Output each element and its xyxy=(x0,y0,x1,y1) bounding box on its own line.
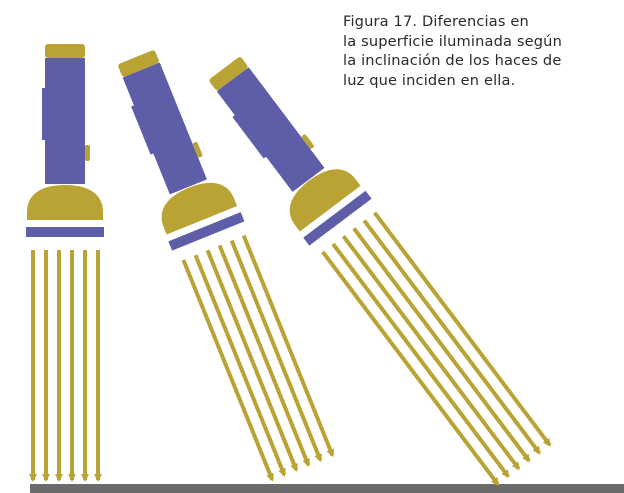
flashlight-head xyxy=(27,185,103,220)
caption-line: la superficie iluminada según xyxy=(343,32,562,50)
flashlight-switch xyxy=(85,145,90,161)
light-ray xyxy=(241,234,335,458)
flashlight-handle xyxy=(216,67,325,192)
flashlight-lens xyxy=(168,212,245,251)
light-ray xyxy=(217,244,311,468)
flashlight-vertical xyxy=(26,44,104,482)
figure-caption: Figura 17. Diferencias en la superficie … xyxy=(343,12,623,90)
flashlight-head xyxy=(289,169,361,232)
light-ray xyxy=(229,239,323,463)
flashlight-switch xyxy=(301,134,314,149)
flashlight-body xyxy=(209,57,372,246)
light-ray xyxy=(341,234,521,471)
flashlight-lens xyxy=(303,190,372,246)
flashlight-lens xyxy=(26,227,104,237)
flashlight-grip-ridges xyxy=(42,88,46,140)
flashlight-strong-tilt xyxy=(209,57,552,486)
light-ray xyxy=(373,211,552,447)
light-ray xyxy=(205,249,299,472)
light-ray xyxy=(331,242,510,478)
flashlight-head xyxy=(161,182,238,235)
flashlight-end-cap xyxy=(209,57,248,91)
light-rays xyxy=(321,211,552,486)
light-rays xyxy=(29,250,102,482)
flashlight-handle xyxy=(45,58,85,184)
light-ray xyxy=(352,227,531,463)
light-ray xyxy=(193,254,287,477)
flashlight-end-cap xyxy=(45,44,85,58)
flashlight-medium-tilt xyxy=(118,50,335,482)
flashlight-grip-ridges xyxy=(131,104,155,155)
flashlight-body xyxy=(26,44,104,237)
caption-line: la inclinación de los haces de xyxy=(343,52,562,69)
caption-line: Figura 17. Diferencias en xyxy=(343,13,529,30)
flashlight-switch xyxy=(192,141,203,158)
light-rays xyxy=(181,234,335,482)
illuminated-surface xyxy=(30,484,624,493)
caption-line: luz que inciden en ella. xyxy=(343,71,516,89)
flashlight-end-cap xyxy=(118,50,159,77)
flashlight-grip-ridges xyxy=(232,114,267,159)
flashlight-body xyxy=(118,50,245,251)
light-ray xyxy=(181,259,275,482)
light-ray xyxy=(321,250,500,486)
flashlight-handle xyxy=(122,62,207,195)
light-ray xyxy=(362,219,541,455)
